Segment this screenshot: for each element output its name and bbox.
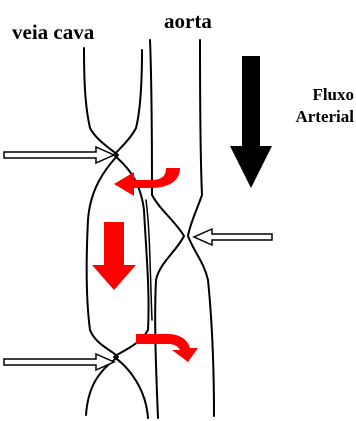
pointer-arrow-lower-left bbox=[4, 354, 114, 370]
fluxo-line-1: Fluxo bbox=[268, 84, 354, 106]
red-flow-arrow-bottom bbox=[136, 334, 198, 362]
veia-cava-label: veia cava bbox=[12, 20, 94, 45]
aorta-label: aorta bbox=[164, 9, 212, 34]
pointer-arrow-right bbox=[194, 229, 272, 245]
fluxo-line-2: Arterial bbox=[268, 106, 354, 128]
fluxo-arterial-label: Fluxo Arterial bbox=[268, 84, 354, 128]
aorta-left-wall bbox=[150, 40, 184, 418]
aorta-right-wall bbox=[188, 40, 214, 416]
red-flow-arrow-middle bbox=[92, 222, 136, 290]
red-flow-arrow-top bbox=[114, 168, 180, 196]
arterial-flow-arrow bbox=[230, 56, 272, 188]
pointer-arrow-upper-left bbox=[4, 147, 114, 163]
